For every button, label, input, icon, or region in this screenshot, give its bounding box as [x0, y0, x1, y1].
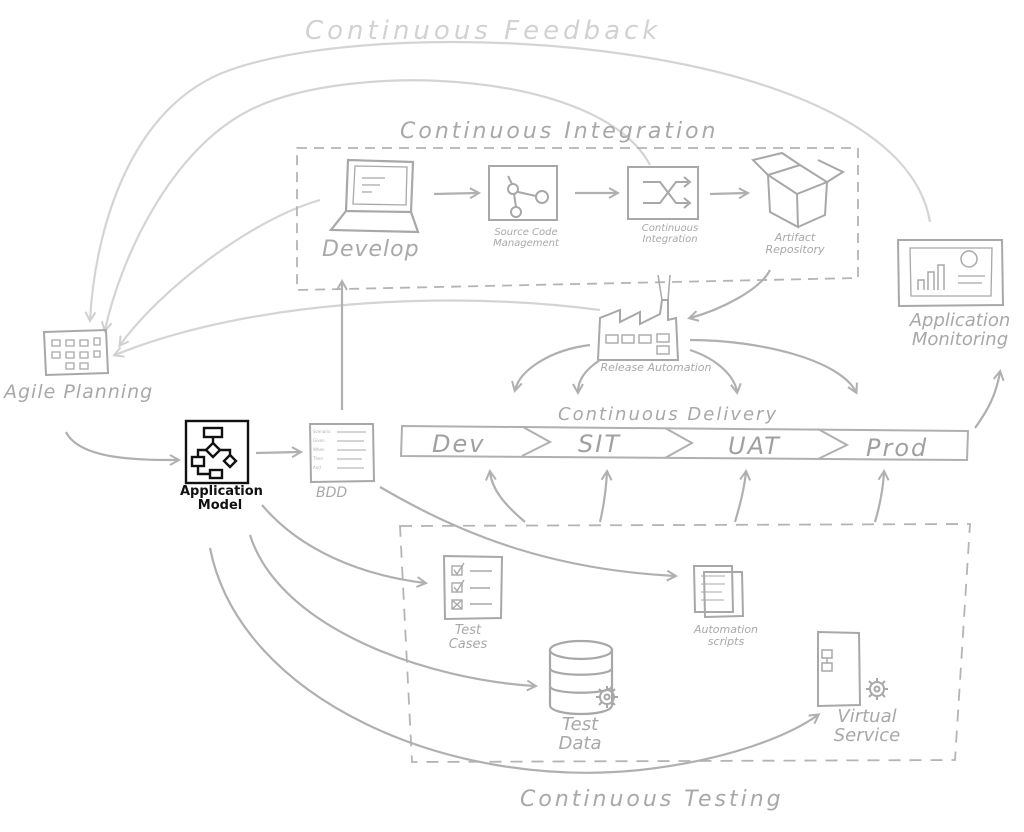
testing-dashed-box [399, 523, 971, 763]
develop-label: Develop [322, 237, 420, 262]
feedback-arcs [90, 40, 932, 355]
application-monitoring-label: Application Monitoring [909, 310, 1011, 350]
laptop-icon [328, 158, 420, 234]
bdd-document-icon [308, 423, 376, 484]
ci-shuffle-icon [627, 166, 699, 220]
stage-sit: SIT [578, 430, 621, 458]
gear-icon [596, 686, 618, 708]
artifact-repository-label: Artifact Repository [765, 231, 825, 256]
delivery-pipeline-bar [399, 424, 970, 462]
test-cases-label: Test Cases [448, 623, 488, 652]
factory-icon [596, 274, 680, 361]
testing-up-arrows [490, 472, 884, 523]
agile-board-icon [42, 328, 110, 377]
model-to-testing-arrows [208, 486, 818, 774]
test-cases-icon [442, 554, 504, 621]
flowchart-icon [184, 419, 250, 485]
bdd-line: And [313, 465, 321, 470]
bdd-line: Then [313, 456, 323, 461]
continuous-integration-label: Continuous Integration [400, 119, 719, 144]
box-icon [751, 151, 846, 229]
agile-planning-label: Agile Planning [4, 381, 154, 403]
source-code-management-label: Source Code Management [493, 227, 559, 249]
continuous-feedback-label: Continuous Feedback [305, 16, 662, 46]
bdd-label: BDD [316, 485, 348, 501]
model-to-bdd-arrow [255, 452, 300, 453]
ci-flow-arrows [433, 193, 771, 318]
release-automation-label: Release Automation [600, 361, 712, 374]
automation-scripts-icon [692, 565, 745, 619]
virtual-service-icon [817, 630, 862, 708]
bdd-line: Scenario [313, 429, 331, 434]
agile-to-model-arrow [65, 431, 178, 460]
monitoring-dashboard-icon [896, 239, 1005, 308]
database-icon [548, 639, 614, 716]
test-data-label: Test Data [558, 714, 602, 754]
application-model-label: Application Model [180, 484, 263, 513]
bdd-keywords: Scenario Given When Then And [313, 427, 330, 472]
stage-prod: Prod [866, 434, 929, 462]
stage-uat: UAT [728, 432, 781, 460]
pipeline-chevrons [521, 426, 850, 460]
continuous-testing-label: Continuous Testing [520, 787, 784, 812]
source-code-icon [488, 165, 558, 221]
ci-dashed-box [296, 147, 859, 291]
release-arrows [515, 338, 856, 392]
bdd-line: Given [313, 438, 325, 443]
continuous-integration-node-label: Continuous Integration [641, 223, 699, 245]
automation-scripts-label: Automation scripts [693, 623, 759, 648]
gear-icon-service [866, 678, 888, 700]
virtual-service-label: Virtual Service [833, 706, 901, 746]
stage-dev: Dev [432, 430, 486, 458]
continuous-delivery-label: Continuous Delivery [558, 404, 779, 425]
bdd-line: When [313, 447, 325, 452]
pipeline-to-monitoring-arrow [974, 372, 1000, 429]
